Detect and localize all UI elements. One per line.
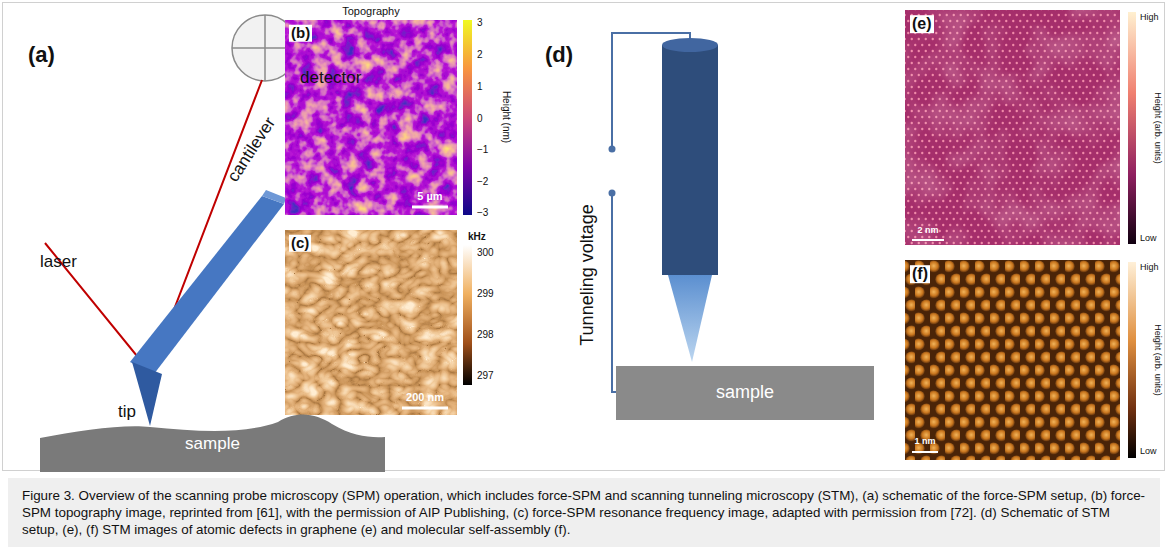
panel-letter: (d) xyxy=(545,43,573,67)
tick-label: −1 xyxy=(477,144,488,155)
colorbar-end: Low xyxy=(1140,234,1157,244)
tick-label: 1 xyxy=(477,81,483,92)
panel-letter: (e) xyxy=(910,15,934,33)
axis-unit: kHz xyxy=(468,231,486,242)
scale-bar-label: 5 µm xyxy=(417,190,442,202)
tick-label: 298 xyxy=(477,329,494,340)
sample-block: sample xyxy=(616,366,874,420)
tick-label: 299 xyxy=(477,288,494,299)
scale-bar-label: 200 nm xyxy=(406,391,444,403)
topography-image xyxy=(285,20,472,215)
colorbar-end: High xyxy=(1140,13,1159,23)
sample-surface: sample xyxy=(40,400,385,472)
tick-label: 0 xyxy=(477,113,483,124)
axis-title: Height (nm) xyxy=(501,91,512,143)
node-text: sample xyxy=(40,434,385,454)
molecular-stm-image xyxy=(905,260,1136,460)
colorbar-end: Low xyxy=(1140,447,1157,457)
panel-letter: (c) xyxy=(289,235,311,252)
image-title: Topography xyxy=(342,5,400,17)
tick-label: −2 xyxy=(477,176,488,187)
stm-schematic xyxy=(609,33,719,392)
part-label: cantilever xyxy=(224,114,279,185)
tick-label: 2 xyxy=(477,49,483,60)
colorbar-end: High xyxy=(1140,263,1159,273)
tick-label: 3 xyxy=(477,17,483,28)
frequency-image xyxy=(285,230,472,415)
part-label: detector xyxy=(300,69,361,88)
tick-label: 297 xyxy=(477,370,494,381)
force-spm-schematic xyxy=(45,15,298,426)
panel-letter: (f) xyxy=(910,265,930,283)
part-label: laser xyxy=(40,253,77,272)
tick-label: 300 xyxy=(477,247,494,258)
scale-bar-label: 2 nm xyxy=(917,226,938,236)
axis-title: Height (arb. units) xyxy=(1152,324,1162,396)
graphene-stm-image xyxy=(905,10,1136,245)
voltage-label: Tunneling voltage xyxy=(578,204,598,345)
axis-title: Height (arb. units) xyxy=(1152,92,1162,164)
panel-letter: (a) xyxy=(28,43,55,67)
part-label: tip xyxy=(118,403,136,422)
figure-frame xyxy=(3,3,1165,471)
scale-bar-label: 1 nm xyxy=(914,437,935,447)
node-text: sample xyxy=(616,382,874,403)
panel-letter: (b) xyxy=(289,25,312,42)
figure-caption: Figure 3. Overview of the scanning probe… xyxy=(8,478,1160,547)
tick-label: −3 xyxy=(477,207,488,218)
